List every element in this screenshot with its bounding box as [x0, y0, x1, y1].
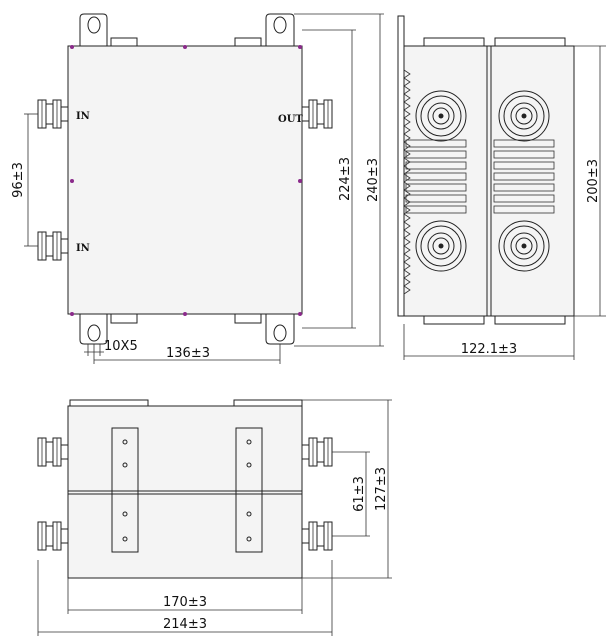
connector-out — [301, 99, 333, 129]
side-view: 200±3 122.1±3 — [397, 15, 606, 360]
dim-label-bottom-height: 127±3 — [374, 467, 389, 511]
side-heatsink-fins-left — [405, 139, 467, 214]
mounting-ear-bottom-right — [234, 313, 295, 345]
dimension-bottom-port-spacing — [332, 451, 370, 537]
dim-label-body-height: 224±3 — [338, 157, 353, 201]
screw-markers — [70, 45, 302, 316]
side-flange — [397, 15, 405, 317]
dimension-body-height — [302, 29, 356, 329]
dimension-side-width — [403, 316, 575, 360]
mounting-ear-top-left — [79, 13, 138, 48]
dim-label-bottom-body-width: 170±3 — [163, 595, 207, 610]
dimension-bottom-overall-width — [37, 560, 333, 636]
side-bottom-tab-right — [494, 315, 566, 325]
front-housing — [67, 45, 303, 315]
port-label-out: OUT — [278, 114, 303, 125]
dim-label-bottom-port-spacing: 61±3 — [352, 476, 367, 512]
dim-label-slot: 10X5 — [104, 339, 138, 354]
connector-face-bottom-left — [415, 220, 467, 272]
bottom-top-tab-right — [233, 399, 303, 407]
bottom-connector-right-top — [301, 437, 333, 467]
side-top-tab-right — [494, 37, 566, 47]
dim-label-side-height: 200±3 — [586, 159, 601, 203]
side-heatsink-fins-right — [493, 139, 555, 214]
connector-face-top-right — [498, 90, 550, 142]
dim-label-overall-height: 240±3 — [366, 158, 381, 202]
port-label-in-bottom: IN — [76, 243, 90, 254]
bottom-bracket-right — [235, 427, 263, 553]
mounting-ear-top-right — [234, 13, 295, 48]
side-top-tab-left — [423, 37, 485, 47]
bottom-housing — [67, 405, 303, 579]
bottom-view: 61±3 127±3 170±3 214±3 — [37, 399, 392, 636]
dimension-side-height — [574, 45, 606, 317]
dimension-port-spacing-front — [24, 113, 38, 247]
dim-label-front-width: 136±3 — [166, 346, 210, 361]
dimension-bottom-body-width — [67, 578, 303, 614]
bottom-connector-left-bottom — [37, 521, 69, 551]
connector-in-top — [37, 99, 69, 129]
bottom-bracket-left — [111, 427, 139, 553]
front-view: IN IN OUT 96±3 — [11, 13, 384, 364]
dimension-front-width — [93, 344, 281, 364]
connector-face-bottom-right — [498, 220, 550, 272]
dimension-overall-height — [294, 13, 384, 347]
dimension-bottom-height — [302, 399, 392, 579]
bottom-top-tab-left — [69, 399, 149, 407]
side-heatsink-edge — [403, 69, 411, 295]
dim-label-port-spacing-front: 96±3 — [11, 162, 26, 198]
side-housing — [403, 45, 575, 317]
side-bottom-tab-left — [423, 315, 485, 325]
dim-label-side-width: 122.1±3 — [461, 342, 517, 357]
connector-face-top-left — [415, 90, 467, 142]
connector-in-bottom — [37, 231, 69, 261]
port-label-in-top: IN — [76, 111, 90, 122]
bottom-connector-left-top — [37, 437, 69, 467]
dim-label-bottom-overall-width: 214±3 — [163, 617, 207, 632]
bottom-connector-right-bottom — [301, 521, 333, 551]
